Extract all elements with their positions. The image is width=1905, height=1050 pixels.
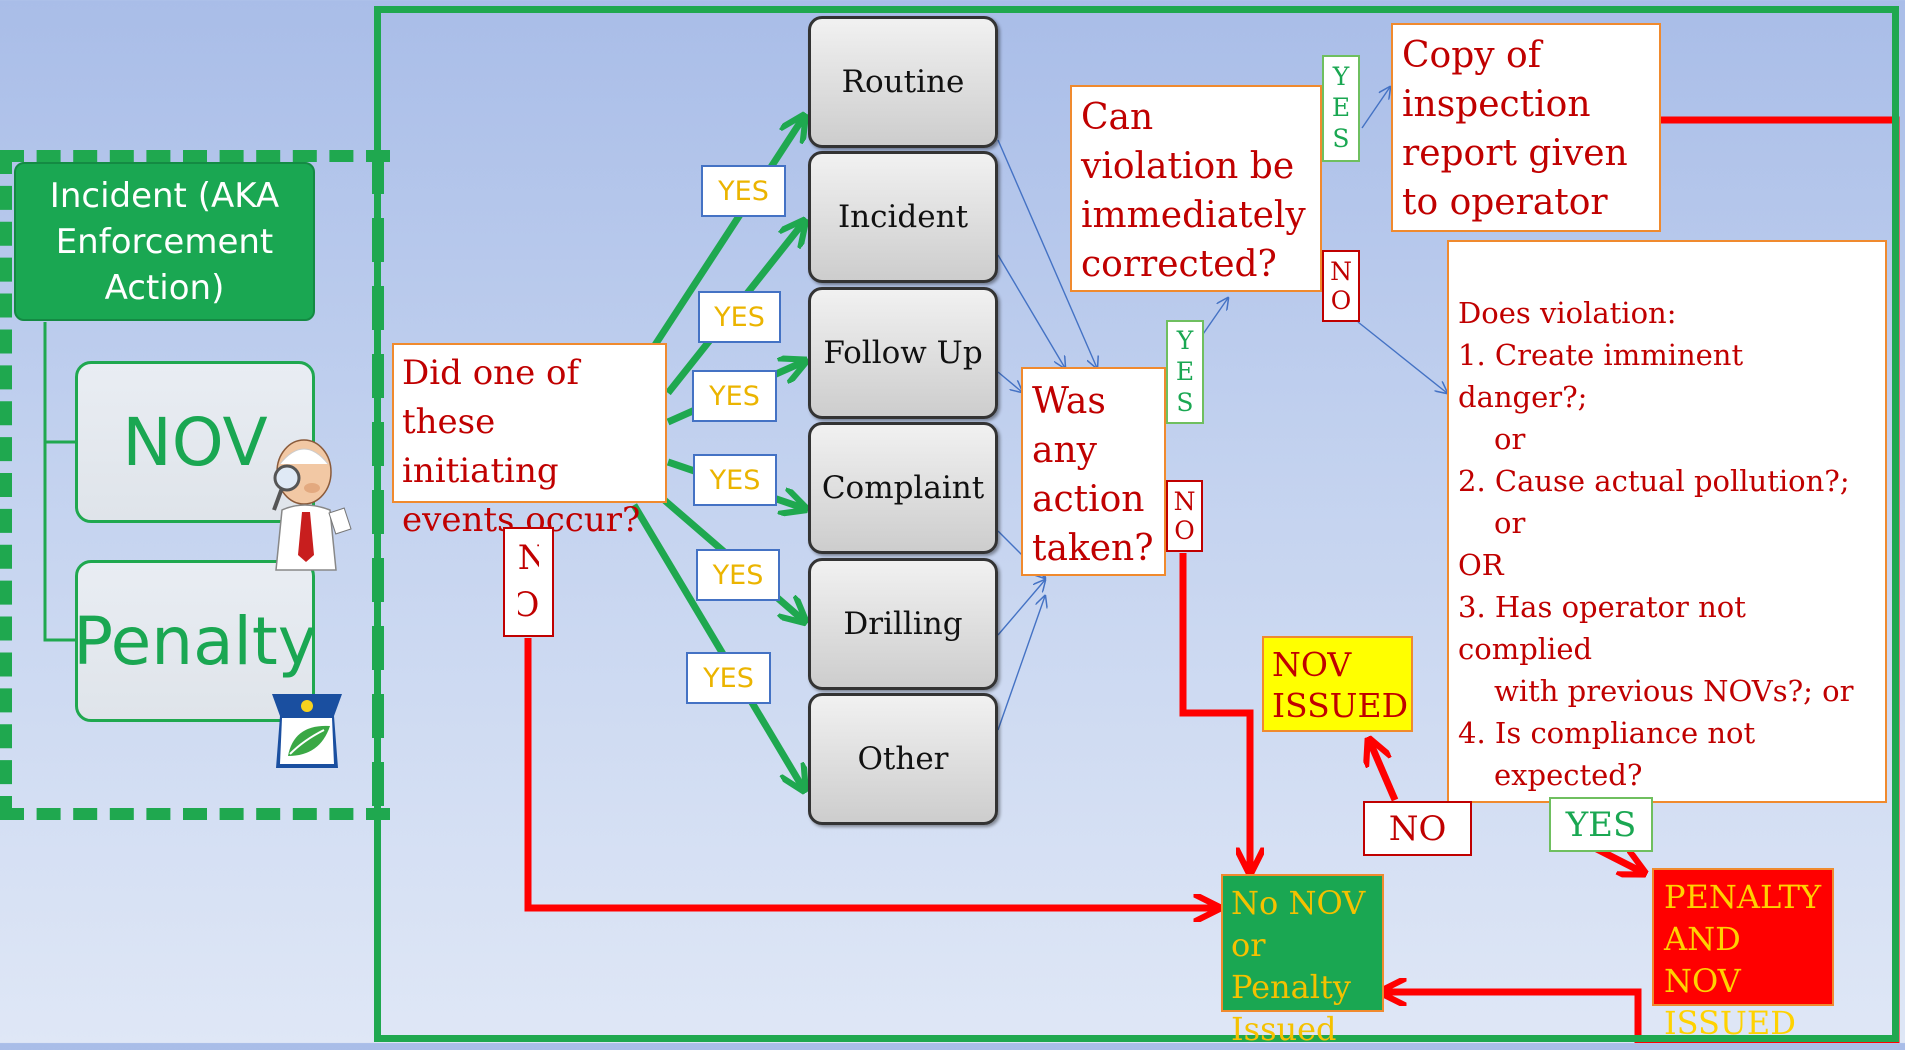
event-incident: Incident: [808, 151, 998, 283]
yes-label-routine: YES: [701, 165, 786, 217]
outcome-nov-issued: NOV ISSUED: [1262, 636, 1413, 732]
yes-vertical-text: YES: [1326, 62, 1356, 155]
flowchart-frame: [374, 6, 1899, 1042]
start-question: Did one of these initiating events occur…: [392, 343, 667, 540]
inspector-cartoon-icon: [272, 439, 352, 571]
legend-tree-lines: [43, 322, 75, 642]
event-other: Other: [808, 693, 998, 825]
no-label-letter-o: NO: [517, 585, 540, 625]
violation-item-4-cont: expected?: [1494, 758, 1643, 792]
no-vertical-text: NO: [1326, 257, 1356, 315]
legend-item-nov: NOV: [75, 361, 315, 523]
yes-label-violation: YES: [1549, 797, 1653, 852]
yes-label-drilling: YES: [696, 549, 780, 601]
blue-thin-arrows: [997, 87, 1447, 731]
violation-item-2: 2. Cause actual pollution?;: [1458, 464, 1850, 498]
yes-label-complaint: YES: [693, 454, 777, 506]
no-label-letter-n: NO: [517, 538, 540, 578]
violation-question: Does violation: 1. Create imminent dange…: [1447, 240, 1887, 803]
copy-report-box: Copy of inspection report given to opera…: [1391, 23, 1661, 232]
event-complaint: Complaint: [808, 422, 998, 554]
no-label-correct: NO: [1322, 250, 1360, 322]
legend-dashed-border: [0, 150, 390, 820]
violation-or-1: or: [1494, 422, 1526, 456]
legend-title: Incident (AKA Enforcement Action): [14, 162, 315, 321]
violation-item-4: 4. Is compliance not: [1458, 716, 1756, 750]
no-vertical-text: NO: [1170, 487, 1199, 545]
violation-or-2: or: [1494, 506, 1526, 540]
yes-label-other: YES: [686, 652, 771, 704]
violation-item-1: 1. Create imminent danger?;: [1458, 338, 1744, 414]
outcome-penalty-nov: PENALTY AND NOV ISSUED: [1652, 868, 1834, 1042]
no-label-action: NO: [1166, 480, 1203, 552]
event-routine: Routine: [808, 16, 998, 148]
event-drilling: Drilling: [808, 558, 998, 690]
keystone-leaf-logo-icon: [272, 694, 342, 768]
no-label-start: NO NO: [503, 527, 554, 637]
violation-item-3-cont: with previous NOVs?; or: [1494, 674, 1854, 708]
event-follow-up: Follow Up: [808, 287, 998, 419]
violation-item-3: 3. Has operator not complied: [1458, 590, 1746, 666]
yes-label-correct: YES: [1322, 55, 1360, 162]
action-question: Was any action taken?: [1021, 367, 1166, 576]
correct-question: Can violation be immediately corrected?: [1070, 85, 1322, 292]
yes-vertical-text: YES: [1170, 325, 1200, 419]
violation-heading: Does violation:: [1458, 296, 1677, 330]
no-label-violation: NO: [1363, 801, 1472, 856]
outcome-no-nov: No NOV or Penalty Issued: [1221, 874, 1384, 1048]
yes-label-action: YES: [1166, 320, 1204, 424]
yes-label-incident: YES: [698, 291, 781, 343]
violation-or-main: OR: [1458, 548, 1504, 582]
yes-label-follow-up: YES: [692, 370, 777, 422]
